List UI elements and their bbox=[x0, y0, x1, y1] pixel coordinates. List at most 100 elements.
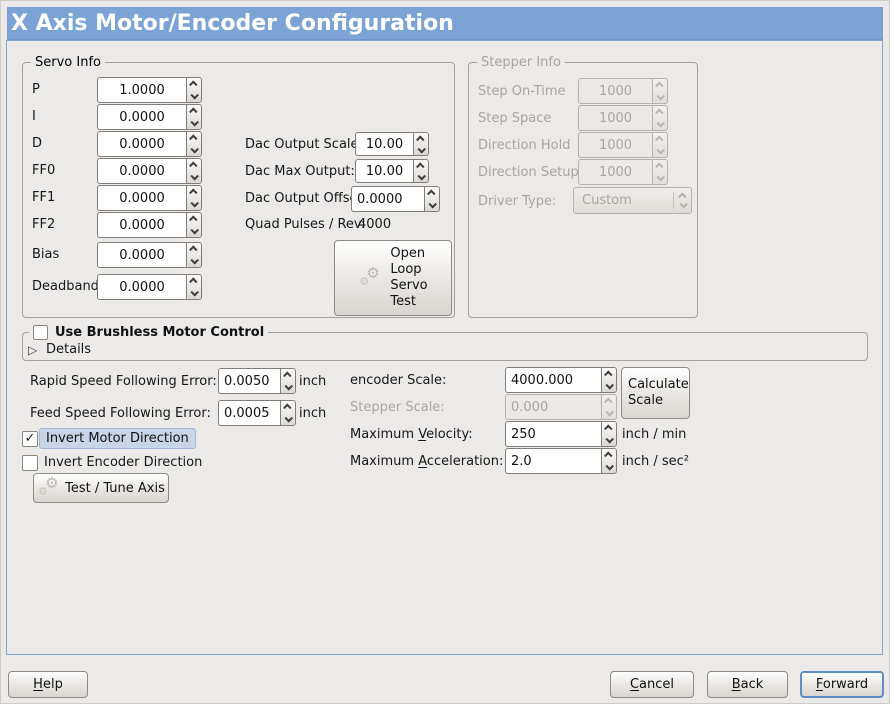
rapid-spin-buttons[interactable] bbox=[280, 368, 296, 394]
spin-up-button[interactable] bbox=[187, 105, 201, 117]
invert-motor-checkbox[interactable]: ✓ bbox=[22, 431, 38, 447]
ff0-input[interactable]: 0.0000 bbox=[97, 158, 186, 184]
spin-down-button[interactable] bbox=[414, 144, 428, 155]
spin-up-button[interactable] bbox=[414, 160, 428, 171]
spin-up-button[interactable] bbox=[425, 187, 439, 199]
spin-up-button[interactable] bbox=[187, 159, 201, 171]
p-spinbox[interactable]: 1.0000 bbox=[97, 77, 202, 103]
invert-encoder-label[interactable]: Invert Encoder Direction bbox=[44, 455, 203, 470]
spin-down-button[interactable] bbox=[414, 171, 428, 182]
dac-offset-spin-buttons[interactable] bbox=[424, 186, 440, 212]
feed-following-error-input[interactable]: 0.0005 bbox=[218, 400, 280, 426]
i-spinbox[interactable]: 0.0000 bbox=[97, 104, 202, 130]
spin-up-button[interactable] bbox=[602, 368, 616, 380]
help-button[interactable]: Help bbox=[8, 671, 88, 698]
test-tune-axis-button[interactable]: ⚙⚙ Test / Tune Axis bbox=[33, 473, 169, 503]
ff1-input[interactable]: 0.0000 bbox=[97, 185, 186, 211]
ff1-spinbox[interactable]: 0.0000 bbox=[97, 185, 202, 211]
max-velocity-spin-buttons[interactable] bbox=[601, 421, 617, 447]
p-input[interactable]: 1.0000 bbox=[97, 77, 186, 103]
spin-down-button[interactable] bbox=[187, 225, 201, 237]
spin-up-button[interactable] bbox=[187, 213, 201, 225]
spin-down-button[interactable] bbox=[187, 171, 201, 183]
deadband-input[interactable]: 0.0000 bbox=[97, 274, 186, 300]
use-brushless-checkbox[interactable] bbox=[33, 325, 48, 340]
max-acceleration-input[interactable]: 2.0 bbox=[505, 448, 601, 474]
max-acceleration-spin-buttons[interactable] bbox=[601, 448, 617, 474]
p-spin-buttons[interactable] bbox=[186, 77, 202, 103]
open-loop-servo-test-button[interactable]: ⚙⚙ Open Loop Servo Test bbox=[334, 240, 452, 316]
spin-up-button[interactable] bbox=[187, 132, 201, 144]
dac-scale-spin-buttons[interactable] bbox=[413, 132, 429, 156]
bias-spin-buttons[interactable] bbox=[186, 242, 202, 268]
ff0-spin-buttons[interactable] bbox=[186, 158, 202, 184]
ff2-spinbox[interactable]: 0.0000 bbox=[97, 212, 202, 238]
max-acceleration-spinbox[interactable]: 2.0 bbox=[505, 448, 617, 474]
dac-output-scale-input[interactable]: 10.00 bbox=[355, 132, 413, 156]
ff0-spinbox[interactable]: 0.0000 bbox=[97, 158, 202, 184]
dac-output-scale-spinbox[interactable]: 10.00 bbox=[355, 132, 429, 156]
spin-up-button[interactable] bbox=[187, 186, 201, 198]
spin-down-button[interactable] bbox=[187, 117, 201, 129]
cancel-button[interactable]: Cancel bbox=[610, 671, 694, 698]
spin-down-button[interactable] bbox=[187, 144, 201, 156]
max-velocity-input[interactable]: 250 bbox=[505, 421, 601, 447]
spin-down-button[interactable] bbox=[281, 413, 295, 425]
dac-max-output-spinbox[interactable]: 10.00 bbox=[355, 159, 429, 183]
feed-spin-buttons[interactable] bbox=[280, 400, 296, 426]
spin-down-button[interactable] bbox=[187, 198, 201, 210]
dac-max-spin-buttons[interactable] bbox=[413, 159, 429, 183]
feed-following-error-spinbox[interactable]: 0.0005 bbox=[218, 400, 296, 426]
bias-spinbox[interactable]: 0.0000 bbox=[97, 242, 202, 268]
spin-down-button[interactable] bbox=[425, 199, 439, 211]
i-input[interactable]: 0.0000 bbox=[97, 104, 186, 130]
invert-motor-label[interactable]: Invert Motor Direction bbox=[39, 428, 196, 449]
deadband-spinbox[interactable]: 0.0000 bbox=[97, 274, 202, 300]
d-input[interactable]: 0.0000 bbox=[97, 131, 186, 157]
spin-down-button[interactable] bbox=[602, 380, 616, 392]
max-velocity-spinbox[interactable]: 250 bbox=[505, 421, 617, 447]
dac-output-offset-spinbox[interactable]: 0.0000 bbox=[351, 186, 440, 212]
spin-down-button[interactable] bbox=[602, 461, 616, 473]
spin-down-button bbox=[653, 118, 667, 130]
spin-up-button[interactable] bbox=[187, 78, 201, 90]
d-spin-buttons[interactable] bbox=[186, 131, 202, 157]
encoder-scale-spinbox[interactable]: 4000.000 bbox=[505, 367, 617, 393]
ff2-spin-buttons[interactable] bbox=[186, 212, 202, 238]
encoder-scale-input[interactable]: 4000.000 bbox=[505, 367, 601, 393]
stepper-scale-spinbox: 0.000 bbox=[505, 394, 617, 420]
i-spin-buttons[interactable] bbox=[186, 104, 202, 130]
spin-up-button[interactable] bbox=[187, 243, 201, 255]
spin-down-button[interactable] bbox=[187, 255, 201, 267]
deadband-spin-buttons[interactable] bbox=[186, 274, 202, 300]
bias-input[interactable]: 0.0000 bbox=[97, 242, 186, 268]
details-expander-icon[interactable]: ▷ bbox=[28, 343, 38, 357]
spin-up-button[interactable] bbox=[602, 422, 616, 434]
spin-down-button[interactable] bbox=[281, 381, 295, 393]
spin-up-button[interactable] bbox=[281, 369, 295, 381]
rapid-following-error-spinbox[interactable]: 0.0050 bbox=[218, 368, 296, 394]
rapid-following-error-input[interactable]: 0.0050 bbox=[218, 368, 280, 394]
invert-encoder-checkbox[interactable] bbox=[22, 455, 38, 471]
spin-up-button[interactable] bbox=[602, 449, 616, 461]
chevron-up-icon bbox=[655, 108, 664, 117]
spin-up-button[interactable] bbox=[187, 275, 201, 287]
gear-icon: ⚙ bbox=[45, 474, 59, 492]
dac-output-offset-input[interactable]: 0.0000 bbox=[351, 186, 424, 212]
spin-down-button[interactable] bbox=[187, 90, 201, 102]
calculate-scale-button[interactable]: Calculate Scale bbox=[621, 367, 690, 419]
dac-max-output-input[interactable]: 10.00 bbox=[355, 159, 413, 183]
d-spinbox[interactable]: 0.0000 bbox=[97, 131, 202, 157]
spin-down-button[interactable] bbox=[602, 434, 616, 446]
encoder-scale-spin-buttons[interactable] bbox=[601, 367, 617, 393]
spin-up-button[interactable] bbox=[281, 401, 295, 413]
forward-button[interactable]: Forward bbox=[800, 671, 884, 698]
chevron-down-icon bbox=[190, 226, 199, 235]
ff1-spin-buttons[interactable] bbox=[186, 185, 202, 211]
back-button[interactable]: Back bbox=[707, 671, 788, 698]
use-brushless-label[interactable]: Use Brushless Motor Control bbox=[55, 325, 265, 340]
spin-up-button[interactable] bbox=[414, 133, 428, 144]
spin-down-button[interactable] bbox=[187, 287, 201, 299]
details-label[interactable]: Details bbox=[46, 342, 92, 357]
ff2-input[interactable]: 0.0000 bbox=[97, 212, 186, 238]
